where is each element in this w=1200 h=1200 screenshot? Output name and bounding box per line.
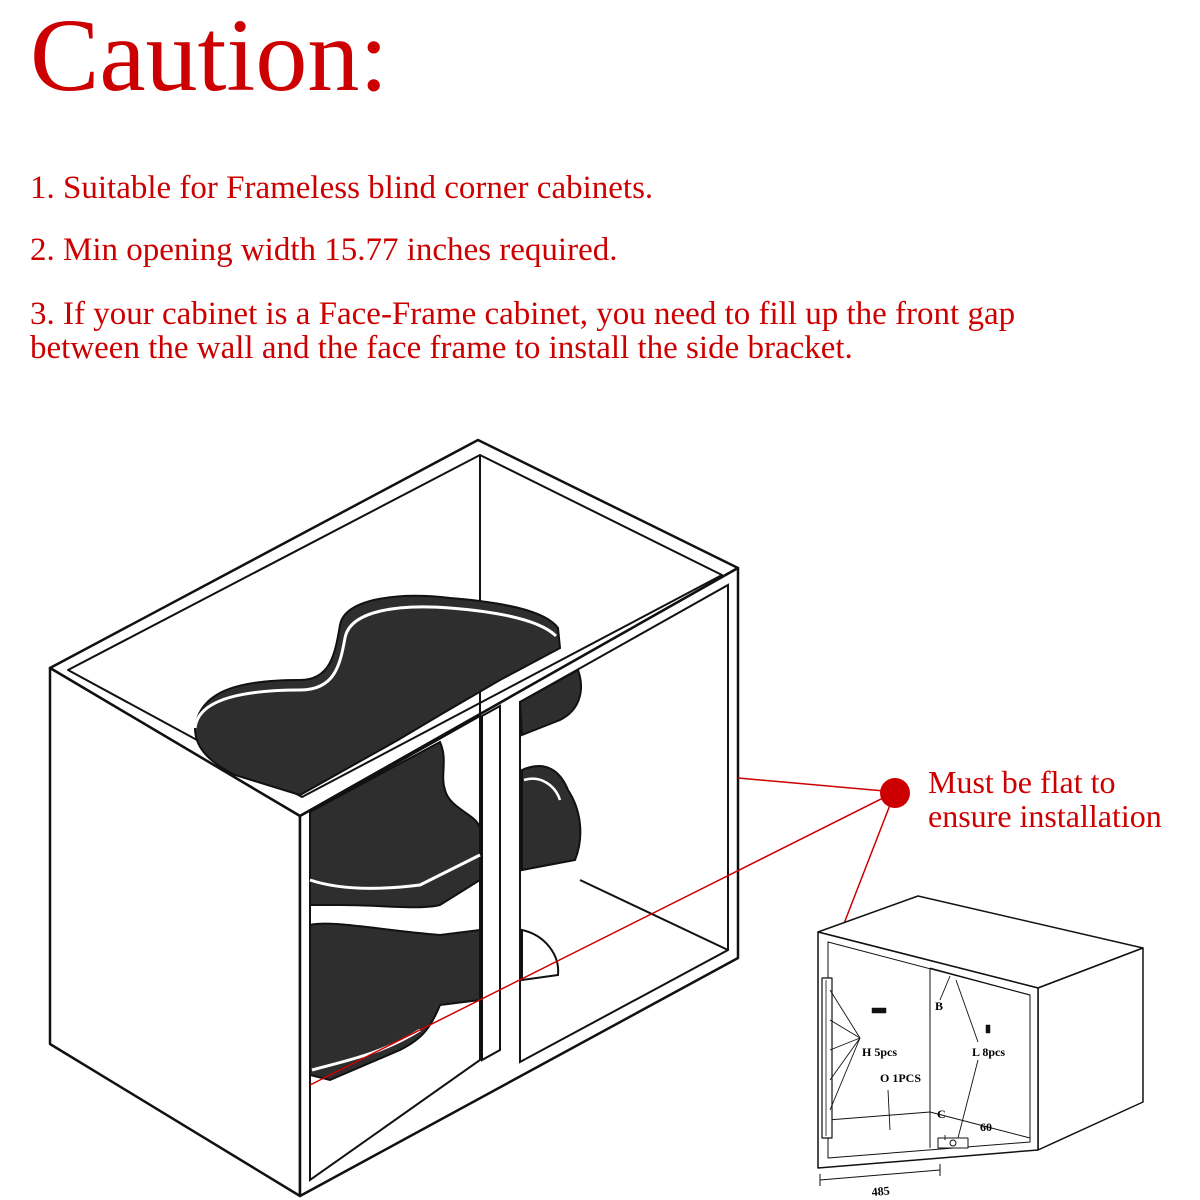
red-callout-dot [880,778,910,808]
caution-heading: Caution: [30,0,389,113]
note-2: 2. Min opening width 15.77 inches requir… [30,232,618,268]
label-l-8pcs: L 8pcs [972,1045,1005,1059]
top-shelf [193,594,562,797]
label-b: B [935,999,943,1013]
label-60: 60 [980,1120,992,1134]
callout-line-2: ensure installation [928,798,1162,834]
label-c: C [937,1107,946,1121]
small-cabinet-leaders [829,975,979,1140]
label-h-5pcs: H 5pcs [862,1045,897,1059]
note-3-line-2: between the wall and the face frame to i… [30,330,853,366]
label-o-1pcs: O 1PCS [880,1071,921,1085]
note-3-line-1: 3. If your cabinet is a Face-Frame cabin… [30,296,1016,332]
label-485: 485 [871,1183,890,1199]
front-opening-right [518,583,729,1064]
note-1: 1. Suitable for Frameless blind corner c… [30,170,654,206]
small-cabinet-drawing [817,895,1144,1186]
callout-line-1: Must be flat to [928,764,1116,800]
